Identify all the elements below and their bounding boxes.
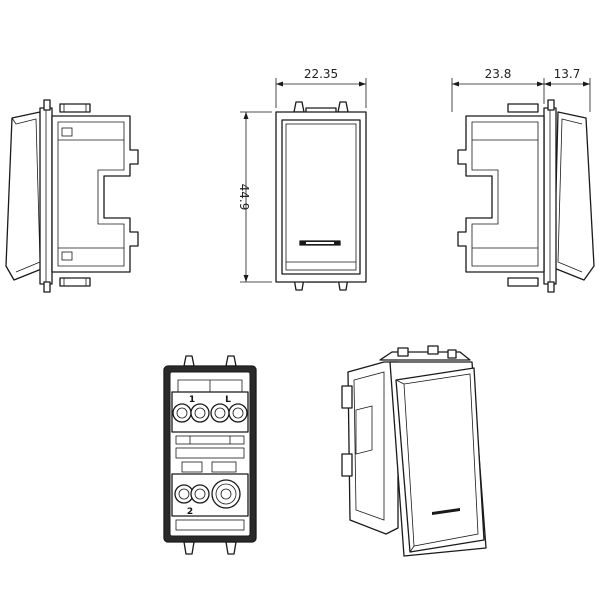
dim-width-label: 22.35: [304, 67, 338, 81]
terminal-label-2: 2: [187, 507, 193, 517]
left-side-view: [5, 99, 139, 293]
dim-depth-body-label: 23.8: [485, 67, 512, 81]
front-view: [275, 101, 367, 291]
dim-depth-front-label: 13.7: [554, 67, 581, 81]
dimension-lines: 22.35 44.9 23.8 13.7: [237, 67, 591, 283]
rear-view: 1 L 2: [163, 355, 257, 555]
dim-height-label: 44.9: [237, 184, 251, 211]
isometric-view: [341, 345, 487, 557]
terminal-label-l: L: [225, 395, 231, 405]
right-side-view: [457, 99, 595, 293]
terminal-label-1: 1: [189, 395, 195, 405]
